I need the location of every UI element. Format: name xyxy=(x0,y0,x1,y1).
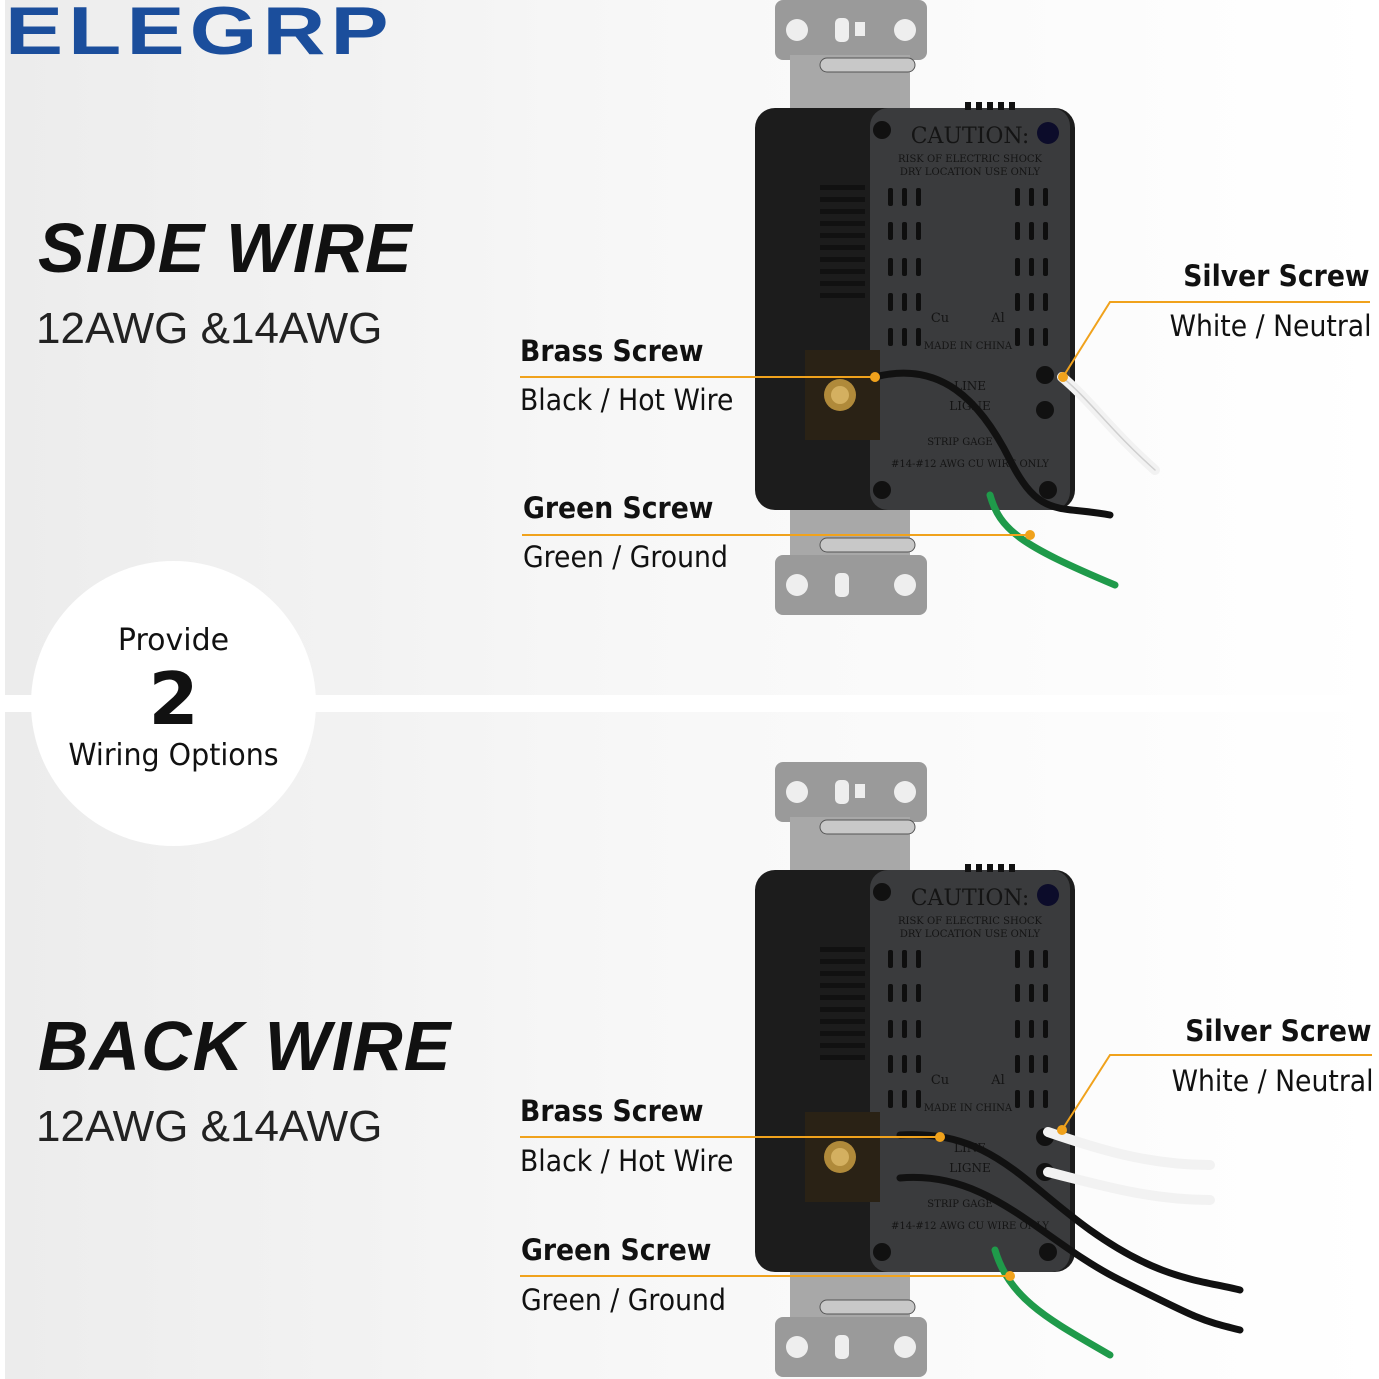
back-green-label: Green Screw xyxy=(521,1233,712,1267)
strip-gage-text: STRIP GAGE xyxy=(927,437,992,448)
back-green-desc: Green / Ground xyxy=(521,1283,726,1317)
back-wire-title: BACK WIRE xyxy=(38,1007,452,1085)
cu-mark: Cu xyxy=(931,311,949,326)
side-wire-gauge: 12AWG &14AWG xyxy=(36,304,383,353)
badge-line1: Provide xyxy=(117,623,230,658)
side-wire-title: SIDE WIRE xyxy=(38,209,413,287)
side-silver-label: Silver Screw xyxy=(1183,259,1370,293)
awg-text: #14-#12 AWG CU WIRE ONLY xyxy=(891,459,1049,470)
side-silver-desc: White / Neutral xyxy=(1169,309,1372,343)
back-brass-label: Brass Screw xyxy=(520,1094,704,1128)
back-wire-gauge: 12AWG &14AWG xyxy=(36,1102,383,1151)
callout-dots xyxy=(870,372,1068,1281)
side-wires xyxy=(871,369,1160,589)
back-silver-desc: White / Neutral xyxy=(1171,1064,1374,1098)
receptacle-back-wire xyxy=(755,762,1075,1377)
line-text: LINE xyxy=(954,379,986,393)
back-wires xyxy=(896,1127,1244,1359)
back-silver-label: Silver Screw xyxy=(1185,1014,1372,1048)
al-mark: Al xyxy=(990,311,1005,326)
badge-number: 2 xyxy=(148,657,199,741)
wiring-options-badge: Provide 2 Wiring Options xyxy=(31,561,316,846)
brand-logo: ELEGRP xyxy=(5,0,394,69)
side-brass-desc: Black / Hot Wire xyxy=(520,383,734,417)
side-brass-label: Brass Screw xyxy=(520,334,704,368)
back-brass-desc: Black / Hot Wire xyxy=(520,1144,734,1178)
device-markings: CAUTION: RISK OF ELECTRIC SHOCK DRY LOCA… xyxy=(891,124,1049,470)
made-in-text: MADE IN CHINA xyxy=(924,341,1013,352)
receptacle-side-wire xyxy=(755,0,1075,615)
warning-text-1: RISK OF ELECTRIC SHOCK xyxy=(898,154,1043,165)
callout-lines xyxy=(520,301,1372,1277)
side-green-label: Green Screw xyxy=(523,491,714,525)
warning-text-2: DRY LOCATION USE ONLY xyxy=(900,167,1041,178)
badge-line2: Wiring Options xyxy=(68,738,279,773)
caution-text: CAUTION: xyxy=(911,124,1030,149)
side-green-desc: Green / Ground xyxy=(523,540,728,574)
